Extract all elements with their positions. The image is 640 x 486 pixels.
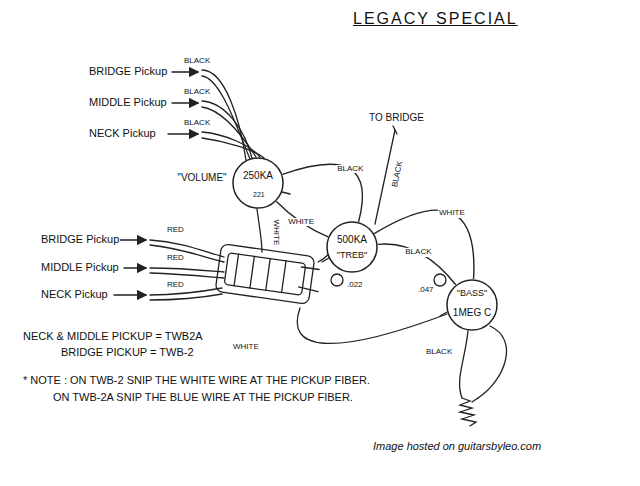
wire-color: RED xyxy=(166,281,185,290)
pointer-arrow xyxy=(168,133,198,134)
pickup-wire xyxy=(150,288,222,295)
pot-lug xyxy=(440,312,447,316)
pickup-wire xyxy=(150,294,222,300)
wire-twist xyxy=(472,398,478,402)
capacitor-value: .022 xyxy=(346,281,364,290)
potentiometer: 500KA "TREB" xyxy=(326,221,378,273)
pot-value: 250KA xyxy=(242,170,274,181)
switch-wire xyxy=(257,209,262,252)
pointer-arrow xyxy=(114,294,146,295)
wire-color: WHITE xyxy=(287,218,315,227)
wire-destination: TO BRIDGE xyxy=(368,112,425,123)
pointer-arrow xyxy=(172,71,198,72)
pot-lug xyxy=(322,258,329,262)
pot-value: "TREB" xyxy=(336,251,368,261)
pickup-name: BRIDGE Pickup xyxy=(40,233,120,245)
wire-color: BLACK xyxy=(336,165,364,174)
pot-outline xyxy=(232,157,284,209)
wire-color: WHITE xyxy=(232,343,260,352)
wire-end xyxy=(393,126,397,134)
pickup-name: NECK Pickup xyxy=(40,288,109,300)
pot-value: "BASS" xyxy=(456,289,488,299)
selector-switch xyxy=(215,244,323,306)
output-wire xyxy=(478,326,507,398)
capacitor-value: 221 xyxy=(252,191,266,199)
diagram-title: LEGACY SPECIAL xyxy=(352,10,519,28)
capacitor xyxy=(331,274,343,286)
pot-value: 1MEG C xyxy=(452,307,492,318)
wire-color: BLACK xyxy=(183,88,211,97)
wire-color: BLACK xyxy=(404,248,432,257)
pickup-name: BRIDGE Pickup xyxy=(88,65,168,77)
pickup-wire xyxy=(150,240,224,257)
capacitor xyxy=(434,274,446,286)
connector-wire xyxy=(276,201,328,236)
pot-outline xyxy=(446,279,498,331)
wire-color: RED xyxy=(166,254,185,263)
pointer-arrow xyxy=(172,102,198,103)
pickup-note: NECK & MIDDLE PICKUP = TWB2A xyxy=(22,330,204,342)
pickup-wire xyxy=(202,138,264,158)
pickup-wire xyxy=(150,245,224,262)
connector-wire xyxy=(374,210,474,279)
pot-value: 500KA xyxy=(336,234,368,245)
capacitor-value: .047 xyxy=(417,286,435,295)
wire-color: WHITE xyxy=(271,219,280,247)
potentiometer: "BASS" 1MEG C xyxy=(446,279,498,331)
pickup-note: BRIDGE PICKUP = TWB-2 xyxy=(60,346,195,358)
pointer-arrow xyxy=(120,239,146,240)
wiring-note: ON TWB-2A SNIP THE BLUE WIRE AT THE PICK… xyxy=(52,391,354,403)
wiring-note: * NOTE : ON TWB-2 SNIP THE WHITE WIRE AT… xyxy=(22,374,371,386)
pot-name: "VOLUME" xyxy=(176,172,227,183)
wire-color: BLACK xyxy=(425,348,453,357)
pickup-wire xyxy=(150,273,224,278)
pointer-arrow xyxy=(124,267,146,268)
pot-lug xyxy=(282,192,290,194)
pickup-name: NECK Pickup xyxy=(88,127,157,139)
pickup-name: MIDDLE Pickup xyxy=(40,261,120,273)
wire-color: RED xyxy=(166,226,185,235)
potentiometer: 250KA"VOLUME" xyxy=(232,157,284,209)
wire-color: WHITE xyxy=(438,209,466,218)
watermark: Image hosted on guitarsbyleo.com xyxy=(372,440,542,452)
pickup-wire xyxy=(150,268,224,272)
connector-wire xyxy=(378,244,456,285)
wire-twist xyxy=(460,398,476,426)
output-wire xyxy=(460,331,468,398)
wire-color: BLACK xyxy=(183,57,211,66)
wire-color: BLACK xyxy=(391,160,405,189)
wire-color: BLACK xyxy=(183,119,211,128)
switch-wire xyxy=(297,308,447,343)
pickup-name: MIDDLE Pickup xyxy=(88,96,168,108)
pot-outline xyxy=(326,221,378,273)
